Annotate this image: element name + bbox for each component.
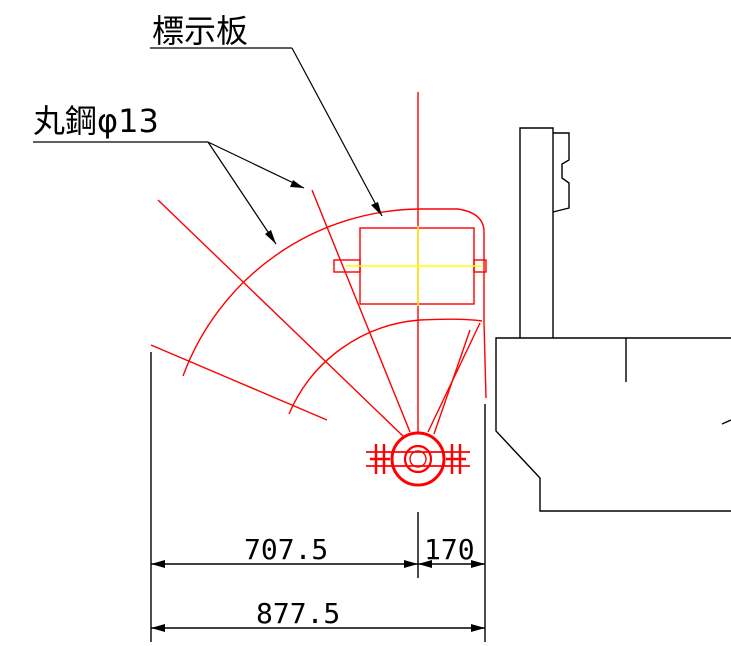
steel-leader-b: [207, 141, 277, 245]
outer-arc: [182, 208, 485, 377]
leader-arrowheads: [265, 180, 382, 244]
dimension-arrows: [151, 560, 485, 632]
clamp-bolt-left: [370, 444, 390, 474]
sign-leader-arrow: [371, 202, 382, 216]
sign-center-marks: [346, 226, 482, 306]
steel-frame: [150, 92, 487, 487]
diagonal-short: [150, 344, 328, 421]
leader-lines: [33, 47, 383, 245]
steel-leader-a: [207, 141, 305, 189]
post-notch: [552, 132, 570, 213]
dim-right-value: 170: [424, 533, 475, 566]
dim-left-value: 707.5: [244, 533, 328, 566]
deck-mark: [721, 419, 731, 425]
steel-arrow-a: [290, 180, 304, 188]
clamp-ring-inner: [403, 444, 433, 474]
right-diagonal-2: [433, 329, 471, 435]
sign-board-label: 標示板: [152, 12, 248, 50]
clamp-ring-outer: [390, 431, 446, 487]
round-steel-label: 丸鋼φ13: [33, 102, 159, 140]
deck-outline: [495, 337, 731, 512]
inner-arc: [288, 318, 483, 415]
post-outline: [519, 127, 554, 338]
round-steel-bar: [311, 189, 411, 433]
steel-arrow-b: [265, 230, 276, 244]
right-leg: [483, 321, 487, 399]
diagonal-long: [157, 199, 405, 438]
sign-leader: [291, 47, 383, 217]
dim-total-value: 877.5: [256, 597, 340, 630]
clamp-ring-core: [409, 450, 427, 468]
clamp-bolt-right: [446, 444, 466, 474]
concrete-structure: [495, 127, 731, 512]
